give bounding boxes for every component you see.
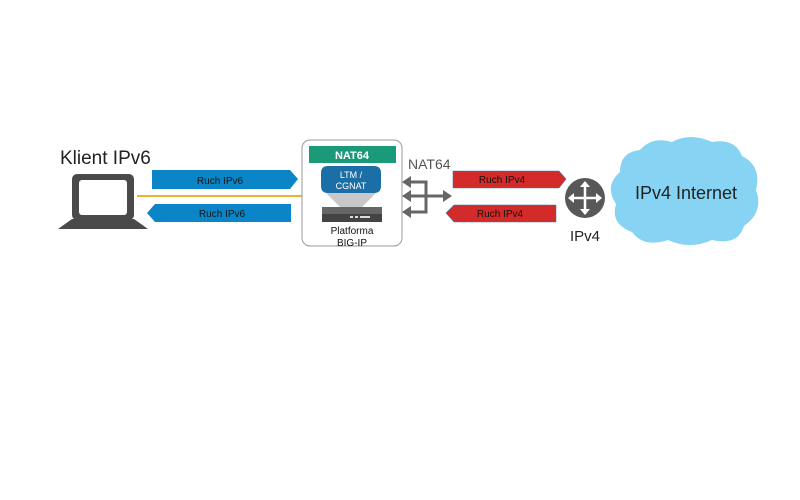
nat64-header-bar — [309, 146, 396, 163]
nat64-label: NAT64 — [408, 156, 451, 172]
platform-name-line1: Platforma — [331, 226, 374, 237]
funnel-shape — [326, 193, 376, 207]
ipv4-outbound-label: Ruch IPv4 — [479, 175, 526, 186]
internet-label: IPv4 Internet — [635, 183, 737, 203]
ipv6-outbound-label: Ruch IPv6 — [197, 176, 244, 187]
nat64-header-label: NAT64 — [335, 150, 370, 162]
server-icon — [322, 207, 382, 222]
router-icon — [565, 178, 605, 218]
internet-cloud-icon — [610, 137, 759, 245]
module-label-line1: LTM / — [340, 170, 363, 180]
module-label-line2: CGNAT — [336, 181, 367, 191]
ipv6-inbound-label: Ruch IPv6 — [199, 209, 246, 220]
ipv6-inbound-arrow — [147, 204, 291, 222]
client-label: Klient IPv6 — [60, 148, 151, 169]
ipv4-inbound-arrow — [445, 204, 557, 223]
laptop-icon — [58, 174, 148, 229]
router-label: IPv4 — [570, 228, 600, 245]
ipv4-outbound-arrow — [452, 170, 567, 189]
ipv4-inbound-label: Ruch IPv4 — [477, 209, 524, 220]
nat-translation-arrows-icon — [410, 180, 446, 214]
ipv6-outbound-arrow — [152, 170, 298, 189]
arrowheads — [402, 176, 452, 218]
platform-name-line2: BIG-IP — [337, 238, 367, 249]
ltm-cgnat-module — [321, 166, 381, 193]
